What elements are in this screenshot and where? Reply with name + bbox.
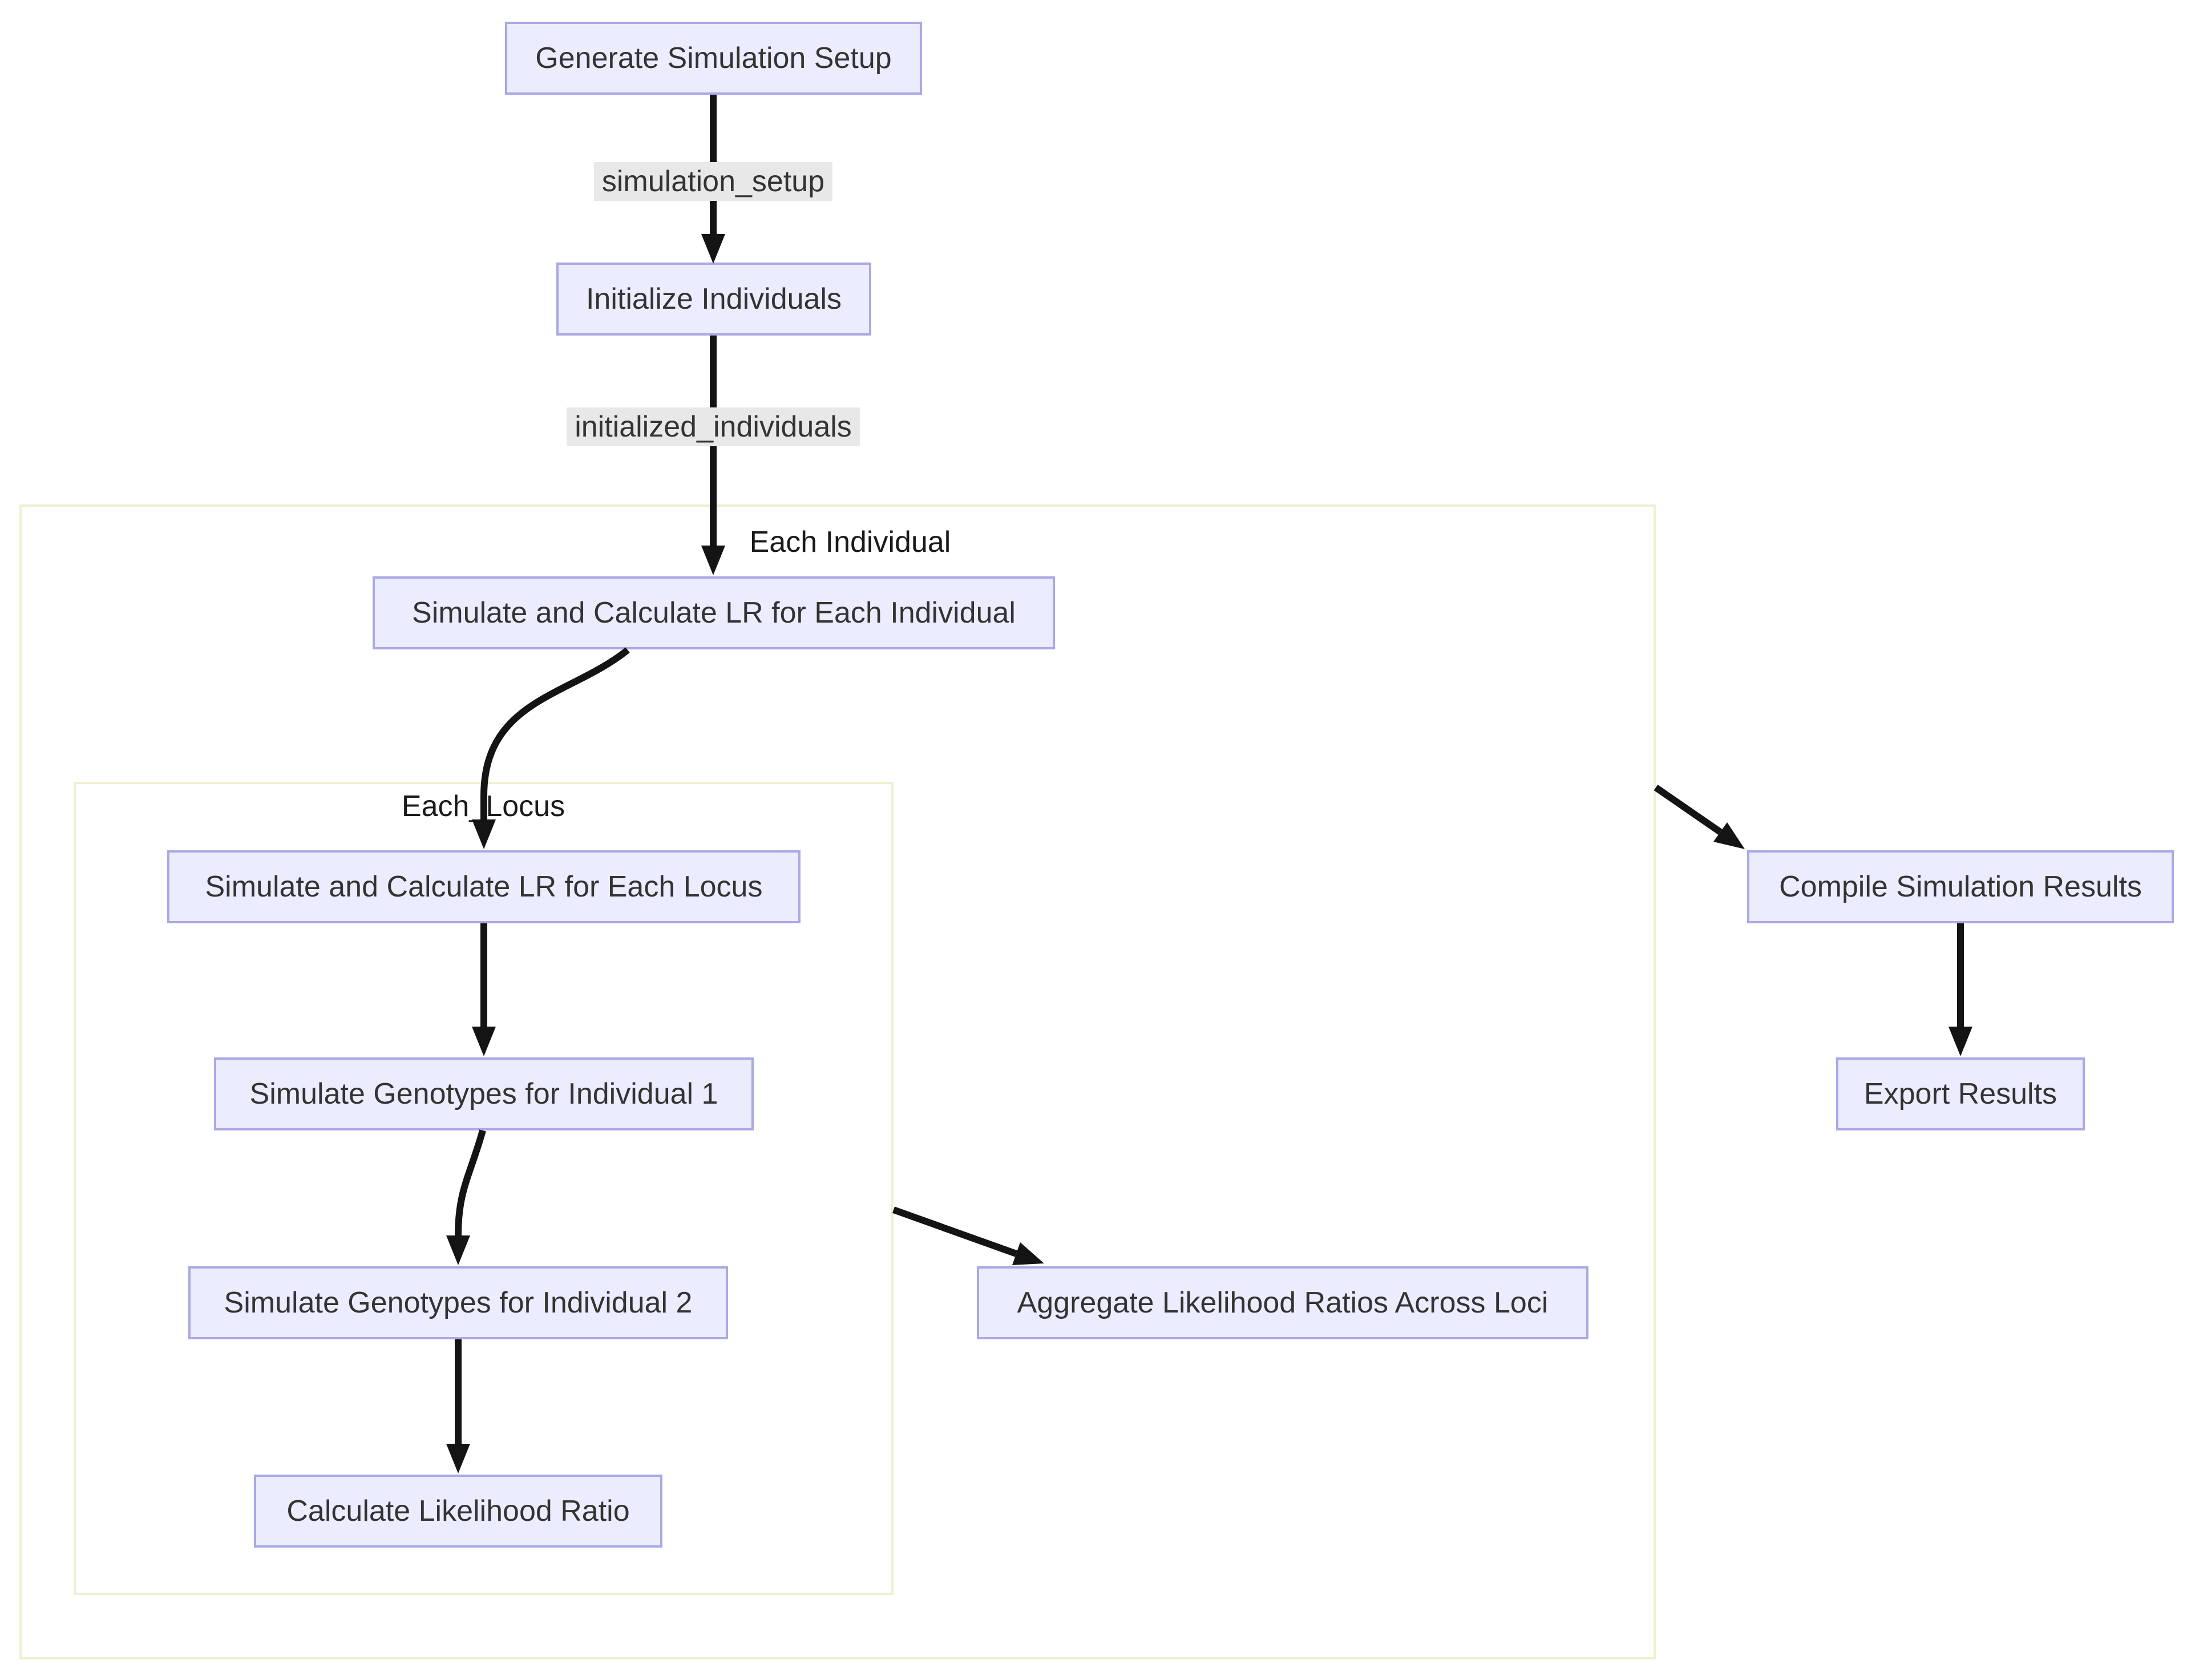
edge-locus-subgraph-to-aggregate (892, 1206, 1018, 1257)
edge-individual-subgraph-to-compile-arrowhead-icon (1713, 822, 1745, 849)
node-simulate-genotypes-2[interactable]: Simulate Genotypes for Individual 2 (188, 1266, 728, 1339)
node-compile-simulation-results[interactable]: Compile Simulation Results (1747, 850, 2174, 923)
edge-individual-subgraph-to-compile (1654, 785, 1723, 835)
node-export-results[interactable]: Export Results (1836, 1057, 2085, 1130)
node-simulate-calc-lr-locus[interactable]: Simulate and Calculate LR for Each Locus (167, 850, 801, 923)
edge-label-simulation-setup: simulation_setup (593, 162, 833, 201)
node-generate-simulation-setup[interactable]: Generate Simulation Setup (505, 22, 922, 95)
edge-setup-to-initialize-arrowhead-icon (701, 234, 725, 264)
edge-locus-subgraph-to-aggregate-arrowhead-icon (1012, 1242, 1044, 1265)
edge-initialize-to-simulate-individual-arrowhead-icon (701, 546, 725, 575)
node-simulate-genotypes-1[interactable]: Simulate Genotypes for Individual 1 (214, 1057, 754, 1130)
cluster-each-individual (19, 504, 1656, 1659)
cluster-each-individual-label: Each Individual (749, 526, 951, 559)
node-initialize-individuals[interactable]: Initialize Individuals (556, 262, 871, 336)
edge-locus-to-genotypes-1-arrowhead-icon (472, 1027, 496, 1056)
edge-label-initialized-individuals: initialized_individuals (567, 407, 860, 446)
edge-individual-to-locus (480, 647, 630, 819)
node-simulate-calc-lr-individual[interactable]: Simulate and Calculate LR for Each Indiv… (373, 576, 1055, 649)
edge-genotypes-1-to-genotypes-2 (455, 1129, 486, 1236)
node-aggregate-lr-across-loci[interactable]: Aggregate Likelihood Ratios Across Loci (977, 1266, 1588, 1339)
edge-genotypes-2-to-calculate-lr-arrowhead-icon (446, 1444, 470, 1473)
edge-compile-to-export-arrowhead-icon (1949, 1027, 1972, 1056)
edge-individual-to-locus-arrowhead-icon (472, 819, 496, 849)
edge-genotypes-1-to-genotypes-2-arrowhead-icon (446, 1235, 470, 1265)
node-calculate-likelihood-ratio[interactable]: Calculate Likelihood Ratio (254, 1475, 662, 1548)
